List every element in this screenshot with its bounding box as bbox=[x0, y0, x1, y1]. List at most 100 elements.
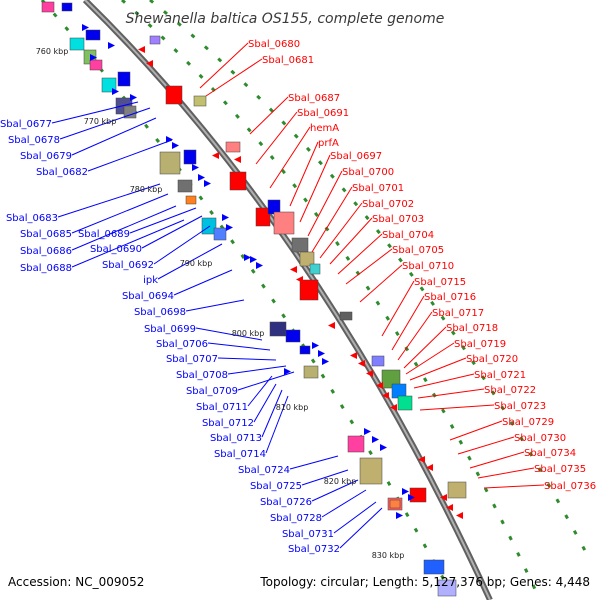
gene-feature bbox=[213, 227, 227, 241]
reverse-arrow bbox=[390, 404, 397, 411]
connector-line bbox=[329, 217, 373, 265]
gene-feature bbox=[41, 1, 55, 13]
connector-line bbox=[477, 467, 535, 479]
connector-line bbox=[381, 280, 415, 337]
gene-feature bbox=[285, 329, 301, 343]
gene-feature bbox=[409, 487, 427, 503]
connector-line bbox=[469, 451, 525, 469]
connector-line bbox=[289, 455, 339, 470]
forward-arrow bbox=[250, 256, 257, 263]
forward-arrow bbox=[222, 214, 229, 221]
gene-label-right: Sbal_0721 bbox=[474, 370, 526, 381]
forward-arrow bbox=[312, 342, 319, 349]
gene-label-left: Sbal_0713 bbox=[210, 433, 262, 444]
gene-feature bbox=[165, 85, 183, 105]
connector-line bbox=[153, 225, 211, 265]
connector-line bbox=[253, 383, 277, 423]
forward-arrow bbox=[172, 142, 179, 149]
kbp-tick-label: 770 kbp bbox=[84, 117, 117, 126]
gene-label-right: Sbal_0718 bbox=[446, 323, 498, 334]
gene-label-right: Sbal_0730 bbox=[514, 433, 566, 444]
connector-line bbox=[289, 141, 319, 207]
forward-arrow bbox=[364, 428, 371, 435]
gene-feature bbox=[359, 457, 383, 485]
gene-feature bbox=[309, 263, 321, 275]
kbp-tick-label: 810 kbp bbox=[276, 403, 309, 412]
gene-label-left: Sbal_0725 bbox=[250, 481, 302, 492]
gene-feature bbox=[61, 2, 73, 12]
forward-arrow bbox=[204, 180, 211, 187]
gene-feature bbox=[117, 71, 131, 87]
gene-label-right: Sbal_0735 bbox=[534, 464, 586, 475]
gene-feature bbox=[85, 29, 101, 41]
kbp-tick-label: 820 kbp bbox=[324, 477, 357, 486]
reverse-arrow bbox=[382, 392, 389, 399]
gene-label-right: Sbal_0729 bbox=[502, 417, 554, 428]
gene-label-left: Sbal_0731 bbox=[282, 529, 334, 540]
accession-label: Accession: NC_009052 bbox=[8, 575, 144, 589]
gene-label-right: Sbal_0697 bbox=[330, 151, 382, 162]
connector-line bbox=[227, 365, 287, 375]
connector-line bbox=[71, 193, 169, 234]
gene-feature bbox=[89, 59, 103, 71]
connector-line bbox=[337, 233, 383, 275]
kbp-tick-label: 830 kbp bbox=[372, 551, 405, 560]
connector-line bbox=[71, 219, 185, 268]
gene-label-right: Sbal_0717 bbox=[432, 308, 484, 319]
gene-label-right: Sbal_0703 bbox=[372, 214, 424, 225]
gene-label-left: Sbal_0690 bbox=[90, 244, 142, 255]
forward-arrow bbox=[226, 224, 233, 231]
forward-arrow bbox=[82, 24, 89, 31]
gene-label-left: Sbal_0726 bbox=[260, 497, 312, 508]
forward-arrow bbox=[396, 512, 403, 519]
connector-line bbox=[419, 404, 495, 411]
gene-feature bbox=[371, 355, 385, 367]
gene-feature bbox=[255, 207, 271, 227]
forward-arrow bbox=[112, 88, 119, 95]
gene-label-left: Sbal_0714 bbox=[214, 449, 266, 460]
gene-label-left: Sbal_0708 bbox=[176, 370, 228, 381]
reverse-arrow bbox=[212, 152, 219, 159]
gene-feature bbox=[423, 559, 445, 575]
connector-line bbox=[409, 357, 467, 381]
gene-label-left: Sbal_0677 bbox=[0, 119, 52, 130]
gene-feature bbox=[397, 395, 413, 411]
connector-line bbox=[345, 248, 393, 285]
forward-arrow bbox=[130, 94, 137, 101]
forward-arrow bbox=[380, 444, 387, 451]
connector-line bbox=[57, 183, 161, 218]
gene-label-left: Sbal_0732 bbox=[288, 544, 340, 555]
forward-arrow bbox=[192, 164, 199, 171]
gene-label-right: hemA bbox=[310, 123, 339, 134]
connector-line bbox=[413, 373, 475, 389]
connector-line bbox=[249, 96, 289, 135]
connector-line bbox=[339, 507, 383, 549]
connector-line bbox=[299, 154, 331, 223]
gene-label-right: Sbal_0702 bbox=[362, 199, 414, 210]
connector-line bbox=[141, 215, 203, 249]
connector-line bbox=[311, 186, 353, 253]
forward-arrow bbox=[318, 350, 325, 357]
gene-feature bbox=[123, 105, 137, 119]
connector-line bbox=[173, 269, 233, 296]
connector-line bbox=[195, 327, 263, 341]
gene-label-left: Sbal_0694 bbox=[122, 291, 174, 302]
connector-line bbox=[71, 117, 157, 156]
gene-label-right: Sbal_0723 bbox=[494, 401, 546, 412]
connector-line bbox=[311, 479, 359, 502]
gene-label-left: Sbal_0686 bbox=[20, 246, 72, 257]
gene-label-right: Sbal_0722 bbox=[484, 385, 536, 396]
label-connector-lines bbox=[51, 42, 545, 549]
gene-feature bbox=[303, 365, 319, 379]
connector-line bbox=[157, 243, 223, 280]
reverse-arrow bbox=[376, 382, 383, 389]
forward-arrow bbox=[322, 358, 329, 365]
reverse-arrow bbox=[234, 156, 241, 163]
gene-feature bbox=[389, 499, 401, 509]
gene-label-left: ipk bbox=[143, 275, 158, 286]
gene-label-right: Sbal_0720 bbox=[466, 354, 518, 365]
gene-labels: Sbal_0677Sbal_0678Sbal_0679Sbal_0682Sbal… bbox=[0, 39, 596, 555]
gene-label-left: Sbal_0707 bbox=[166, 354, 218, 365]
connector-line bbox=[307, 170, 343, 237]
connector-line bbox=[217, 357, 277, 361]
